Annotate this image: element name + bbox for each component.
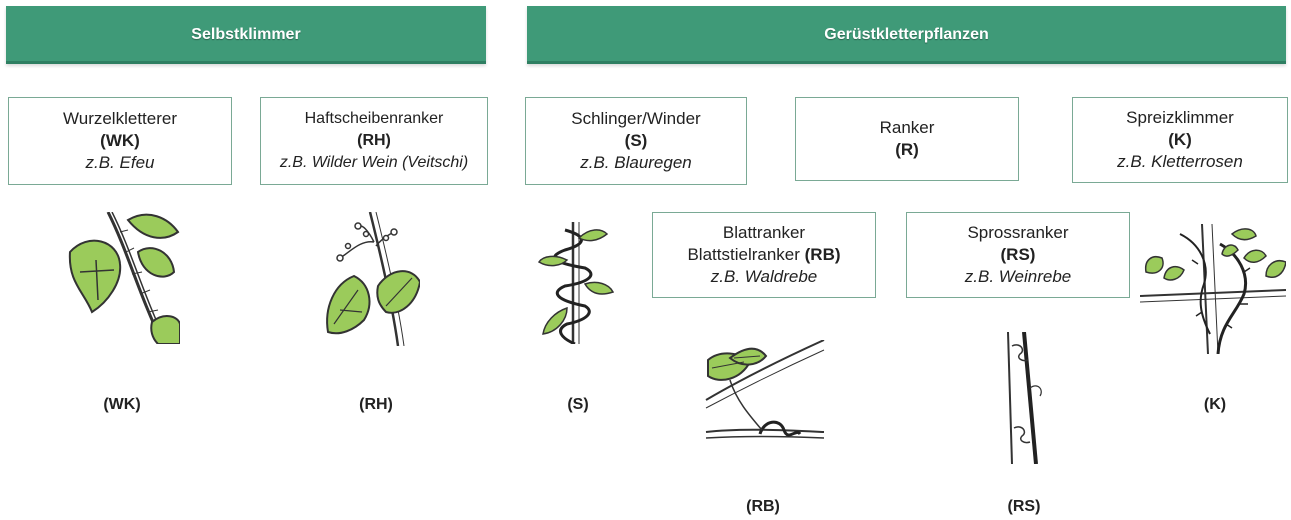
blattranker-illustration (705, 340, 825, 439)
group-title: Selbstklimmer (191, 26, 301, 43)
type-name: Spreizklimmer (1126, 108, 1234, 127)
label-k: (K) (1203, 396, 1227, 413)
type-box-sprossranker: Sprossranker (RS) z.B. Weinrebe (906, 212, 1130, 298)
type-abbr: (R) (895, 140, 919, 159)
type-abbr: (RS) (1000, 245, 1036, 264)
group-title: Gerüstkletterpflanzen (824, 26, 989, 43)
type-abbr: (WK) (100, 131, 140, 150)
type-abbr: (RB) (804, 245, 841, 264)
type-name: Sprossranker (967, 223, 1069, 242)
type-abbr: (RH) (357, 132, 391, 149)
group-banner-geruestkletterpflanzen: Gerüstkletterpflanzen (527, 6, 1286, 64)
type-example: z.B. Kletterrosen (1117, 152, 1243, 171)
label-rs: (RS) (1007, 498, 1041, 515)
wurzelkletterer-illustration (68, 212, 180, 344)
type-box-spreizklimmer: Spreizklimmer (K) z.B. Kletterrosen (1072, 97, 1288, 183)
type-name-2: Blattstielranker (687, 245, 800, 264)
type-box-schlinger: Schlinger/Winder (S) z.B. Blauregen (525, 97, 747, 185)
type-box-haftscheibenranker: Haftscheibenranker (RH) z.B. Wilder Wein… (260, 97, 488, 185)
spreizklimmer-illustration (1140, 224, 1286, 354)
label-rh: (RH) (359, 396, 393, 413)
type-name: Schlinger/Winder (571, 109, 701, 128)
type-name: Wurzelkletterer (63, 109, 177, 128)
schlinger-illustration (537, 222, 615, 344)
label-s: (S) (567, 396, 589, 413)
type-box-blattranker: Blattranker Blattstielranker (RB) z.B. W… (652, 212, 876, 298)
type-name: Haftscheibenranker (304, 110, 444, 127)
type-name: Blattranker (722, 223, 806, 242)
label-rb: (RB) (746, 498, 780, 515)
label-wk: (WK) (103, 396, 141, 413)
type-abbr: (S) (624, 131, 648, 150)
group-banner-selbstklimmer: Selbstklimmer (6, 6, 486, 64)
type-example: z.B. Efeu (85, 153, 155, 172)
type-example: z.B. Weinrebe (964, 267, 1072, 286)
type-box-ranker: Ranker (R) (795, 97, 1019, 181)
type-example: z.B. Blauregen (580, 153, 692, 172)
type-example: z.B. Wilder Wein (Veitschi) (279, 154, 469, 171)
type-abbr: (K) (1168, 130, 1192, 149)
type-box-wurzelkletterer: Wurzelkletterer (WK) z.B. Efeu (8, 97, 232, 185)
type-name: Ranker (879, 118, 935, 137)
sprossranker-illustration (1007, 332, 1042, 464)
type-example: z.B. Waldrebe (710, 267, 818, 286)
haftscheibenranker-illustration (326, 212, 420, 346)
